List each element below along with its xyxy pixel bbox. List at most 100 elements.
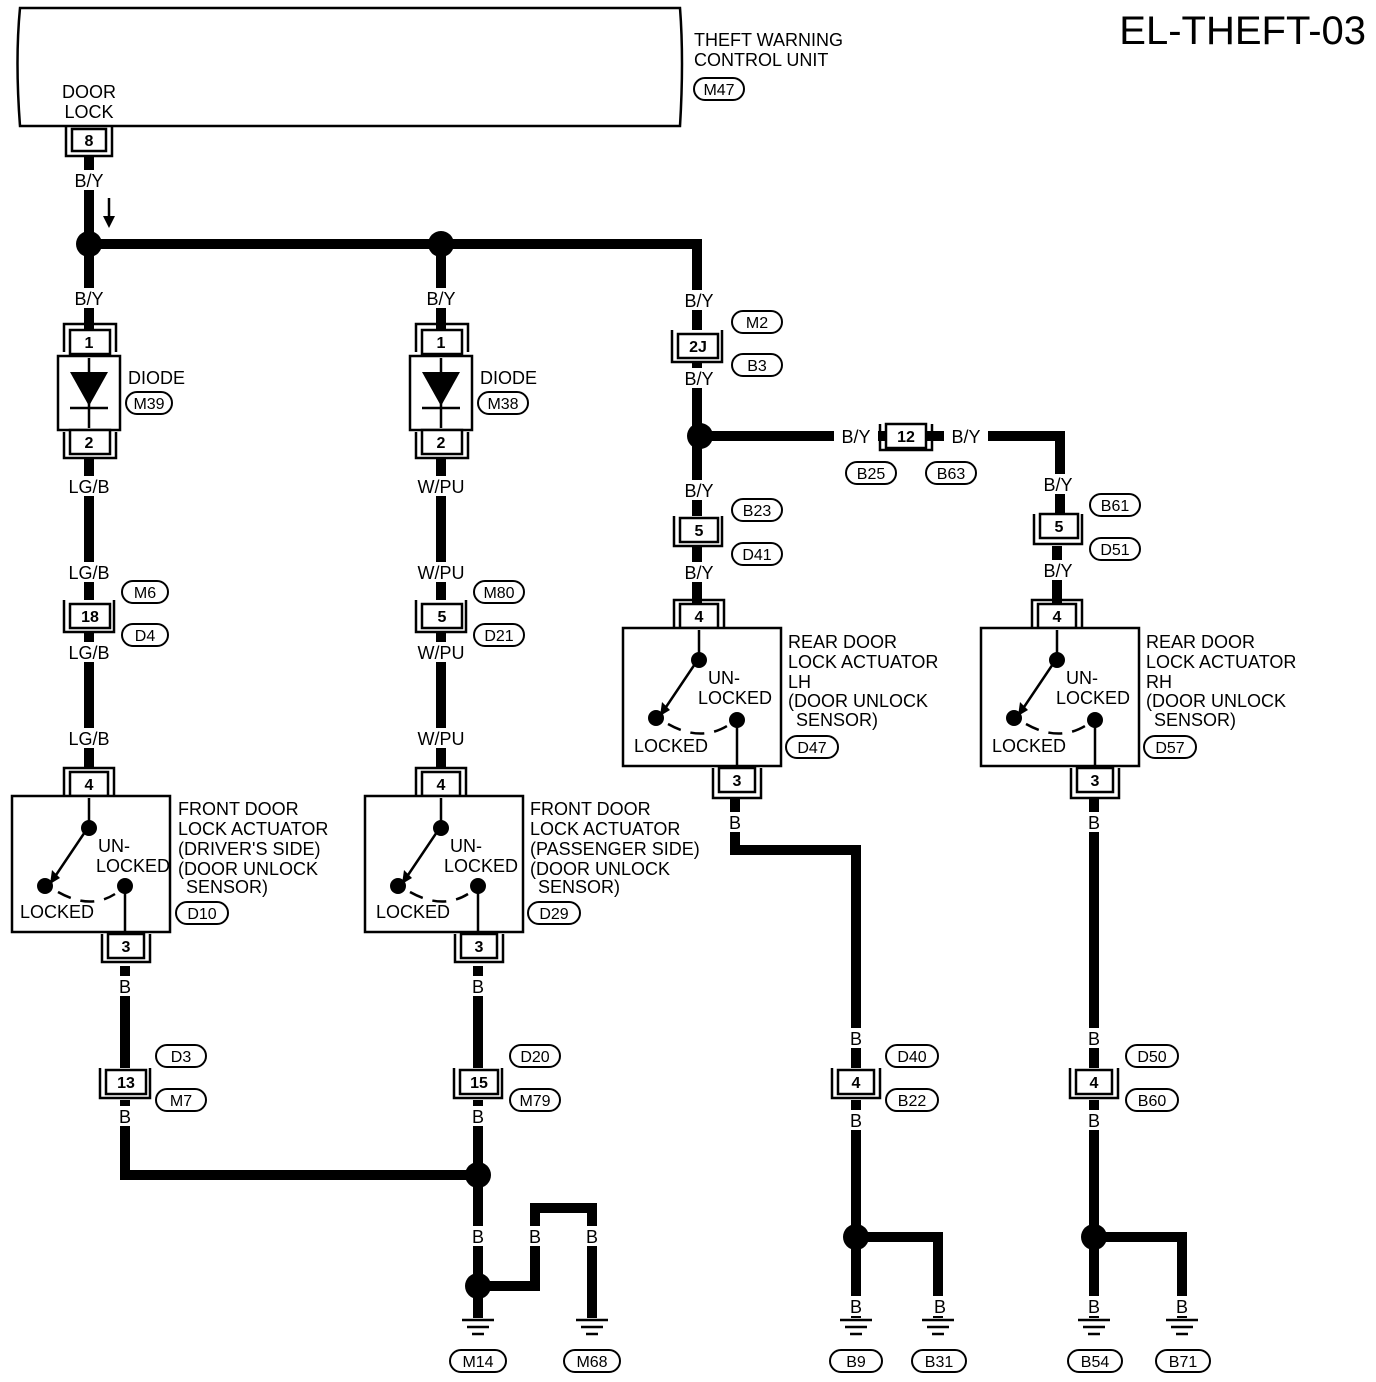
wire-b-b71 [1094,1232,1187,1318]
control-unit-label-1: THEFT WARNING [694,30,843,50]
wire-labels: B/Y B/Y B/Y B/Y B/Y B/Y B/Y B/Y B/Y B/Y … [64,170,1192,1317]
svg-text:LOCKED: LOCKED [444,856,518,876]
diode-label: DIODE [480,368,537,388]
svg-text:15: 15 [470,1075,488,1092]
wire-label: B [1088,1297,1100,1317]
svg-text:D10: D10 [187,906,216,923]
wire-label: B/Y [684,369,713,389]
svg-text:SENSOR): SENSOR) [1154,710,1236,730]
wire-label: B/Y [74,171,103,191]
svg-text:(PASSENGER SIDE): (PASSENGER SIDE) [530,839,700,859]
svg-text:4: 4 [437,777,446,794]
svg-text:B71: B71 [1169,1354,1198,1371]
wire-label: B/Y [1043,475,1072,495]
svg-text:SENSOR): SENSOR) [186,877,268,897]
wire-label: B [529,1227,541,1247]
wire-label: B [472,1107,484,1127]
actuator-rear-lh: 4 UN- LOCKED LOCKED 3 REAR DOOR LOCK ACT… [621,598,938,800]
actuator-rear-rh: 4 UN- LOCKED LOCKED 3 REAR DOOR LOCK ACT… [979,598,1296,800]
svg-text:M14: M14 [462,1354,493,1371]
svg-text:B61: B61 [1101,498,1130,515]
svg-text:LOCKED: LOCKED [1056,688,1130,708]
svg-text:LOCKED: LOCKED [634,736,708,756]
svg-text:18: 18 [81,609,99,626]
ground-b54: B54 [1067,1318,1123,1373]
svg-text:M80: M80 [483,585,514,602]
svg-text:D47: D47 [797,740,826,757]
connector-d40-b22: 4 D40 B22 [830,1044,939,1112]
svg-text:D20: D20 [520,1049,549,1066]
junction-dot [465,1273,491,1299]
actuator-label: REAR DOOR [1146,632,1255,652]
wire-label: B [1088,1111,1100,1131]
wire-label: LG/B [68,477,109,497]
svg-text:B31: B31 [925,1354,954,1371]
svg-text:D4: D4 [135,628,156,645]
wire-label: W/PU [418,729,465,749]
wire-label: W/PU [418,563,465,583]
svg-text:D57: D57 [1155,740,1184,757]
wire-b-m68 [478,1203,597,1318]
wire-label: B [850,1111,862,1131]
wire-label: B [119,977,131,997]
svg-text:LOCKED: LOCKED [376,902,450,922]
svg-text:D51: D51 [1100,542,1129,559]
diagram-title: EL-THEFT-03 [1119,9,1366,53]
ground-m14: M14 [449,1318,507,1373]
svg-text:2: 2 [85,435,94,452]
svg-text:UN-: UN- [1066,668,1098,688]
svg-text:(DRIVER'S SIDE): (DRIVER'S SIDE) [178,839,320,859]
svg-text:13: 13 [117,1075,135,1092]
junction-dot [465,1162,491,1188]
wire-label: LG/B [68,729,109,749]
svg-text:3: 3 [122,939,131,956]
ground-b9: B9 [829,1318,883,1373]
ground-m68: M68 [563,1318,621,1373]
svg-text:LOCK ACTUATOR: LOCK ACTUATOR [788,652,938,672]
door-lock-terminal-1: DOOR [62,82,116,102]
svg-text:4: 4 [1090,1075,1099,1092]
svg-text:3: 3 [475,939,484,956]
connector-d3-m7: 13 D3 M7 [98,1044,207,1112]
control-unit-conn: M47 [703,82,734,99]
svg-text:B22: B22 [898,1093,927,1110]
wire-label: B [1088,813,1100,833]
svg-text:LOCK ACTUATOR: LOCK ACTUATOR [1146,652,1296,672]
svg-text:12: 12 [897,429,915,446]
junction-dot [687,423,713,449]
svg-text:D50: D50 [1137,1049,1166,1066]
diode-m38: 1 2 DIODE M38 [408,322,537,460]
control-unit-label-2: CONTROL UNIT [694,50,828,70]
diode-conn: M38 [487,396,518,413]
svg-text:LOCKED: LOCKED [96,856,170,876]
wire-label: B/Y [684,291,713,311]
connector-m80-d21: 5 M80 D21 [414,580,525,647]
wire-label: B [1088,1029,1100,1049]
junction-dot [76,231,102,257]
connector-b25-b63: 12 B25 B63 [845,422,977,485]
wire-label: LG/B [68,643,109,663]
actuator-label: FRONT DOOR [530,799,651,819]
svg-text:M68: M68 [576,1354,607,1371]
svg-text:1: 1 [437,335,446,352]
connector-d20-m79: 15 D20 M79 [452,1044,561,1112]
door-lock-terminal-2: LOCK [64,102,113,122]
wire-label: LG/B [68,563,109,583]
svg-text:D29: D29 [539,906,568,923]
svg-text:B60: B60 [1138,1093,1167,1110]
actuator-front-driver: 4 UN- LOCKED LOCKED 3 FRONT DOOR LOCK AC… [10,766,328,964]
actuator-front-passenger: 4 UN- LOCKED LOCKED 3 FRONT DOOR LOCK AC… [363,766,700,964]
svg-text:3: 3 [1091,773,1100,790]
actuator-label: FRONT DOOR [178,799,299,819]
svg-text:UN-: UN- [98,836,130,856]
svg-text:RH: RH [1146,672,1172,692]
actuator-label: REAR DOOR [788,632,897,652]
svg-text:(DOOR UNLOCK: (DOOR UNLOCK [1146,691,1286,711]
wire-label: B/Y [426,289,455,309]
svg-text:B9: B9 [846,1354,866,1371]
control-unit-conn-pill [693,77,745,101]
svg-text:UN-: UN- [708,668,740,688]
svg-text:1: 1 [85,335,94,352]
